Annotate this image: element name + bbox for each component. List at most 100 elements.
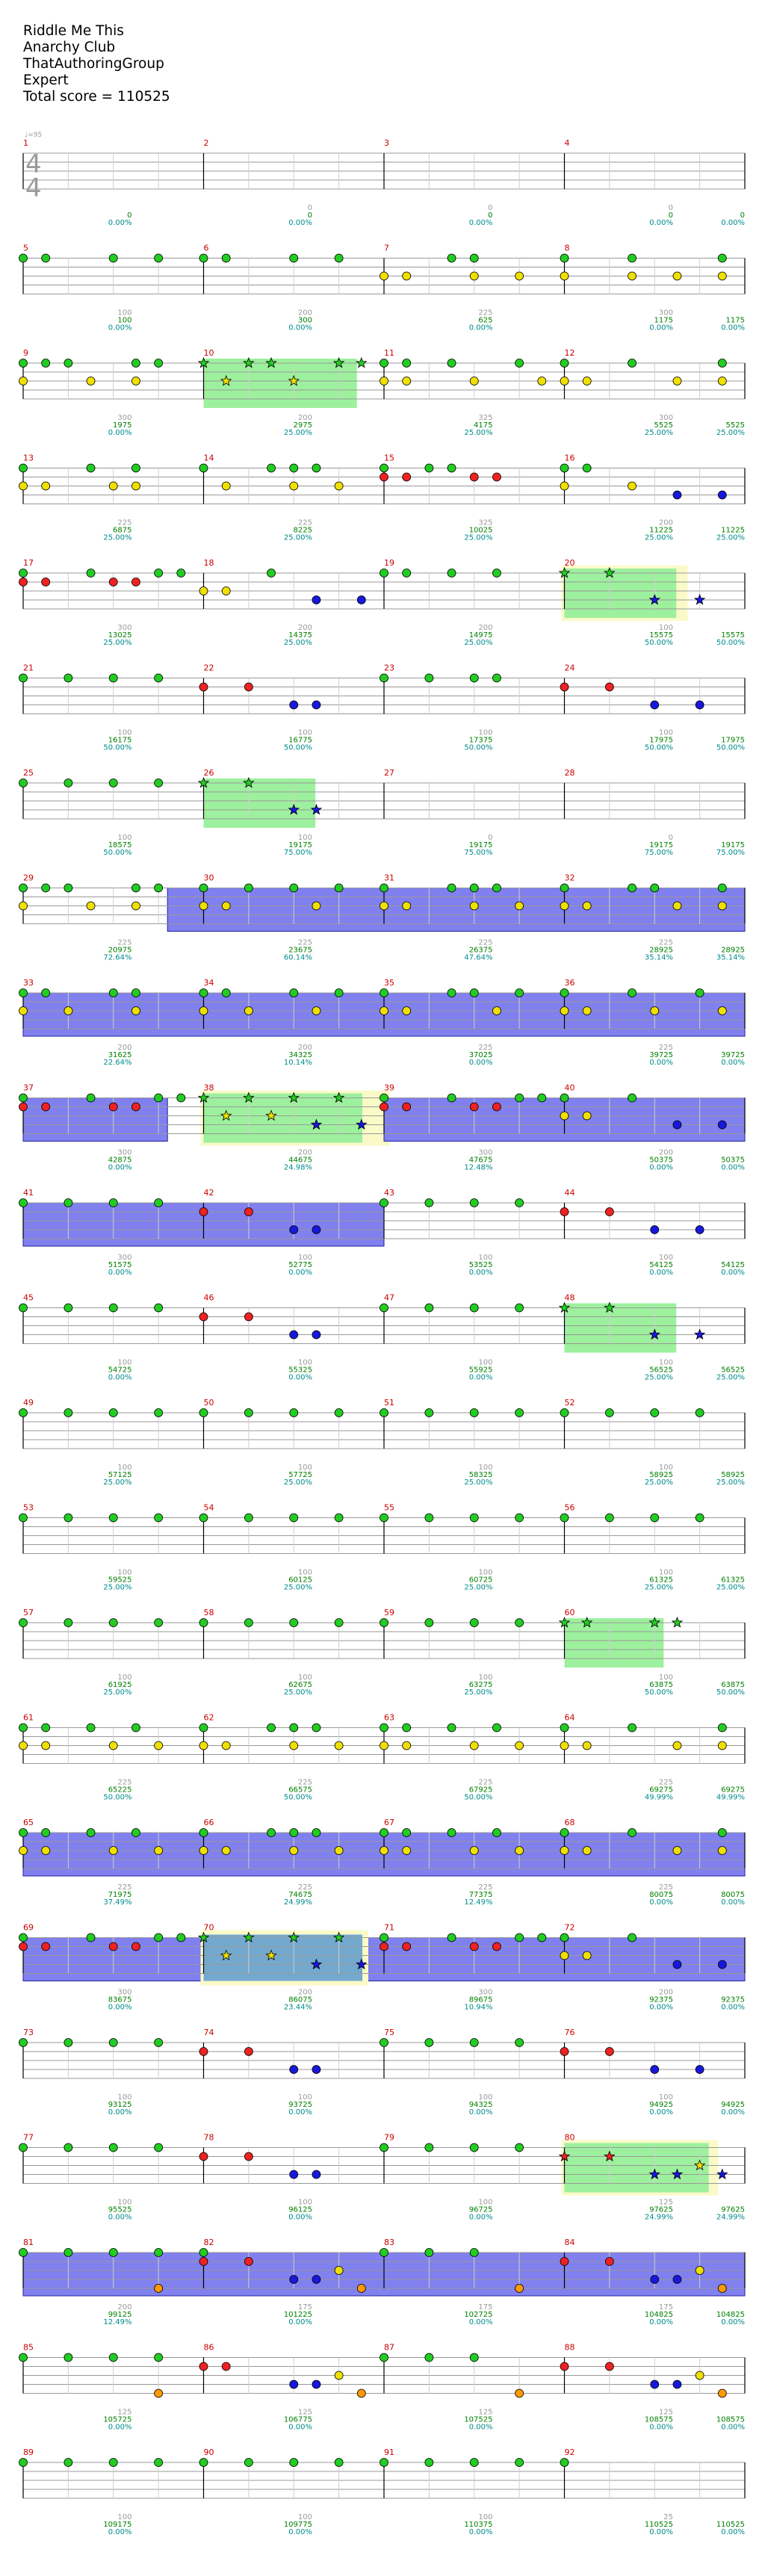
measure-percent: 35.14% xyxy=(716,954,745,962)
measure-score: 100 xyxy=(117,317,131,325)
note-r xyxy=(108,578,118,586)
note-g xyxy=(221,253,231,263)
note-g xyxy=(289,253,299,263)
note-g xyxy=(380,1933,388,1942)
note-y xyxy=(672,271,682,281)
note-r xyxy=(41,578,51,586)
note-y xyxy=(380,377,388,386)
star-note-b xyxy=(356,1118,368,1130)
note-g xyxy=(19,2248,28,2257)
note-g xyxy=(244,1408,253,1417)
measure-score: 10025 xyxy=(469,527,493,535)
note-g xyxy=(154,2038,164,2047)
star-power-phrase xyxy=(564,1618,664,1668)
measure-tick: 100 xyxy=(478,1464,492,1472)
note-g xyxy=(289,1513,299,1523)
note-y xyxy=(154,1846,164,1855)
measure-tick: 100 xyxy=(659,1359,673,1367)
measure-score: 11225 xyxy=(721,527,745,535)
measure-number: 63 xyxy=(384,1713,394,1723)
note-g xyxy=(424,673,434,683)
measure-number: 77 xyxy=(23,2133,34,2143)
measure-score: 94925 xyxy=(649,2101,673,2109)
measure-number: 4 xyxy=(565,138,570,148)
note-b xyxy=(289,2170,299,2179)
star-power-phrase xyxy=(203,359,357,408)
measure-percent: 25.00% xyxy=(645,429,673,437)
measure-tick: 225 xyxy=(659,1779,673,1787)
star-note-y xyxy=(220,1949,232,1961)
note-y xyxy=(154,1741,164,1750)
note-g xyxy=(64,1618,73,1627)
measure-percent: 25.00% xyxy=(464,534,492,542)
note-g xyxy=(515,2458,524,2467)
measure-percent: 0.00% xyxy=(469,2214,493,2222)
note-g xyxy=(64,1198,73,1207)
note-g xyxy=(424,2353,434,2362)
note-r xyxy=(131,1942,140,1951)
measure-tick: 225 xyxy=(117,519,131,527)
note-g xyxy=(560,2458,569,2467)
star-note-r xyxy=(604,2150,616,2162)
measure-number: 33 xyxy=(23,978,34,988)
measure-number: 12 xyxy=(565,348,575,358)
note-b xyxy=(672,1120,682,1130)
measure-tick: 100 xyxy=(117,1359,131,1367)
measure-percent: 50.00% xyxy=(716,639,745,647)
measure-tick: 100 xyxy=(117,2513,131,2521)
note-g xyxy=(199,463,208,473)
measure-percent: 25.00% xyxy=(645,1479,673,1487)
note-g xyxy=(380,1723,388,1733)
measure-tick: 200 xyxy=(659,1149,673,1157)
measure-number: 41 xyxy=(23,1188,34,1198)
note-r xyxy=(199,1207,208,1216)
note-y xyxy=(515,1846,524,1855)
measure-score: 14375 xyxy=(288,631,312,640)
measure-score: 19175 xyxy=(649,841,673,849)
note-g xyxy=(628,359,637,368)
note-g xyxy=(108,1198,118,1207)
note-y xyxy=(334,1846,344,1855)
measure-number: 79 xyxy=(384,2133,394,2143)
note-y xyxy=(469,901,479,911)
measure-tick: 225 xyxy=(298,1883,312,1892)
measure-tick: 200 xyxy=(659,519,673,527)
star-note-g xyxy=(558,1301,571,1313)
measure-percent: 25.00% xyxy=(284,1479,312,1487)
note-g xyxy=(19,1618,28,1627)
measure-number: 71 xyxy=(384,1923,394,1933)
note-g xyxy=(380,2248,388,2257)
note-y xyxy=(108,1846,118,1855)
note-g xyxy=(334,988,344,997)
measure-number: 42 xyxy=(204,1188,214,1198)
note-g xyxy=(154,673,164,683)
note-g xyxy=(628,883,637,893)
note-g xyxy=(64,2458,73,2467)
note-g xyxy=(108,988,118,997)
measure-percent: 25.00% xyxy=(284,1688,312,1697)
note-y xyxy=(672,1846,682,1855)
note-r xyxy=(560,2047,569,2056)
measure-percent: 0.00% xyxy=(108,2004,132,2012)
note-y xyxy=(560,481,569,491)
measure-tick: 125 xyxy=(659,2409,673,2417)
note-y xyxy=(131,377,140,386)
star-note-b xyxy=(671,2168,684,2180)
note-r xyxy=(469,1102,479,1112)
measure-score: 92375 xyxy=(721,1996,745,2004)
measure-score: 97625 xyxy=(649,2206,673,2214)
measure-score: 109175 xyxy=(103,2521,131,2529)
note-y xyxy=(402,377,412,386)
note-g xyxy=(515,359,524,368)
note-g xyxy=(469,1198,479,1207)
measure-score: 63875 xyxy=(721,1681,745,1689)
measure-score: 77375 xyxy=(469,1891,493,1899)
note-y xyxy=(334,2371,344,2380)
measure-percent: 0.00% xyxy=(108,429,132,437)
measure-tick: 300 xyxy=(117,1254,131,1262)
note-g xyxy=(424,2143,434,2152)
note-y xyxy=(312,901,321,911)
note-g xyxy=(108,673,118,683)
note-g xyxy=(380,1093,388,1103)
tempo-marker: ♩=95 xyxy=(25,131,42,139)
